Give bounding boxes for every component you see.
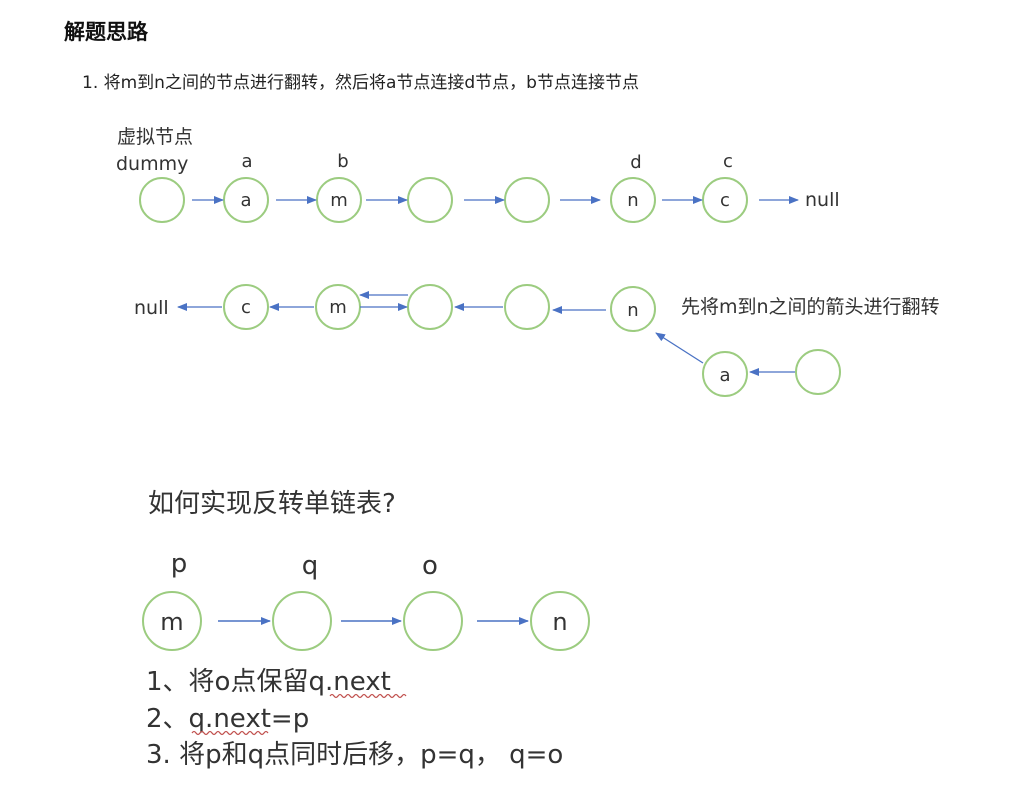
row1-node-label: n (627, 190, 638, 211)
dummy-label-line1: 虚拟节点 (117, 126, 193, 148)
row1-above-labels: a b d c (241, 151, 732, 173)
dummy-label-line2: dummy (116, 153, 188, 175)
row2-node (795, 349, 841, 395)
pointer-label: p (171, 549, 188, 579)
row2-node (702, 351, 748, 397)
reverse-node-label: n (552, 608, 567, 636)
reverse-node (530, 591, 590, 651)
pointer-label: q (302, 551, 319, 581)
row2-note: 先将m到n之间的箭头进行翻转 (681, 296, 940, 318)
reverse-node-labels: m n (160, 608, 567, 636)
row1-node (610, 177, 656, 223)
reverse-step-1: 1、将o点保留q.next (146, 667, 391, 697)
reverse-node (272, 591, 332, 651)
row1-node-dummy (139, 177, 185, 223)
row2-node-labels: c m n a (241, 297, 730, 386)
row2-node-label: m (329, 297, 347, 318)
row1-node (223, 177, 269, 223)
row1-node (316, 177, 362, 223)
reverse-node-label: m (160, 608, 183, 636)
row2-node (504, 284, 550, 330)
reverse-nodes (142, 591, 590, 651)
reverse-node (403, 591, 463, 651)
row1-node-label: a (240, 190, 251, 211)
row2-node (610, 286, 656, 332)
row2-node-label: n (627, 300, 638, 321)
row1-node-label: m (330, 190, 348, 211)
reverse-step-2: 2、q.next=p (146, 704, 309, 734)
row2-node (407, 284, 453, 330)
row2-nodes (223, 284, 841, 397)
row1-null: null (805, 189, 840, 211)
row1-above-label: b (337, 151, 348, 172)
page-title: 解题思路 (64, 20, 148, 44)
reverse-node (142, 591, 202, 651)
row1-node-label: c (720, 190, 730, 211)
step-1-text: 1. 将m到n之间的节点进行翻转，然后将a节点连接d节点，b节点连接节点 (82, 73, 639, 93)
reverse-step-3: 3. 将p和q点同时后移，p=q， q=o (146, 740, 563, 770)
reverse-steps: 1、将o点保留q.next 2、q.next=p 3. 将p和q点同时后移，p=… (146, 667, 563, 770)
row1-node (407, 177, 453, 223)
row1-node (504, 177, 550, 223)
row1-above-label: d (630, 152, 641, 173)
spellcheck-underline (191, 730, 269, 736)
row1-node-labels: a m n c (240, 190, 729, 211)
row2-arrows (177, 291, 795, 376)
row2-node-label: c (241, 297, 251, 318)
row2-null: null (134, 297, 169, 319)
row1-nodes (139, 177, 748, 223)
pointer-label: o (422, 551, 438, 581)
row1-node (702, 177, 748, 223)
row1-above-label: c (723, 151, 733, 172)
row2-node (223, 284, 269, 330)
reverse-question: 如何实现反转单链表? (148, 489, 396, 519)
row2-arrow (655, 332, 704, 364)
row2-node-label: a (719, 365, 730, 386)
spellcheck-underline (329, 693, 407, 699)
pointer-labels: p q o (171, 549, 438, 581)
row1-above-label: a (241, 151, 252, 172)
